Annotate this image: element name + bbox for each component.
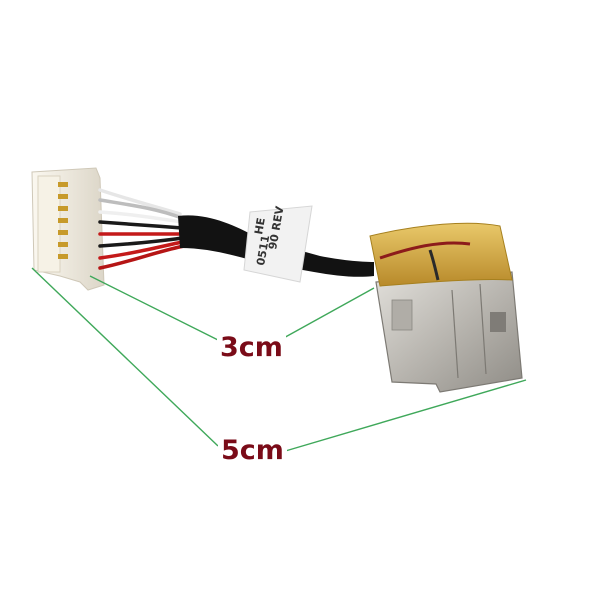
svg-text:HE: HE (252, 217, 268, 236)
cable-tape-label: HE 90 REV 0511 (243, 205, 313, 283)
wire-connector (31, 167, 105, 291)
wire-bundle (98, 188, 186, 270)
dimension-line-3cm-right (279, 287, 375, 341)
dimension-lines (31, 267, 527, 453)
dimension-line-3cm-left (89, 275, 219, 341)
measurement-label-5cm: 5cm (218, 437, 287, 464)
svg-text:0511: 0511 (254, 234, 272, 266)
connector-pins (58, 182, 68, 259)
measurement-label-3cm: 3cm (217, 334, 286, 361)
dc-jack (369, 222, 523, 393)
insulation-tape (369, 222, 513, 287)
dimension-line-5cm-right (281, 379, 527, 453)
dimension-line-5cm-left (31, 267, 219, 447)
